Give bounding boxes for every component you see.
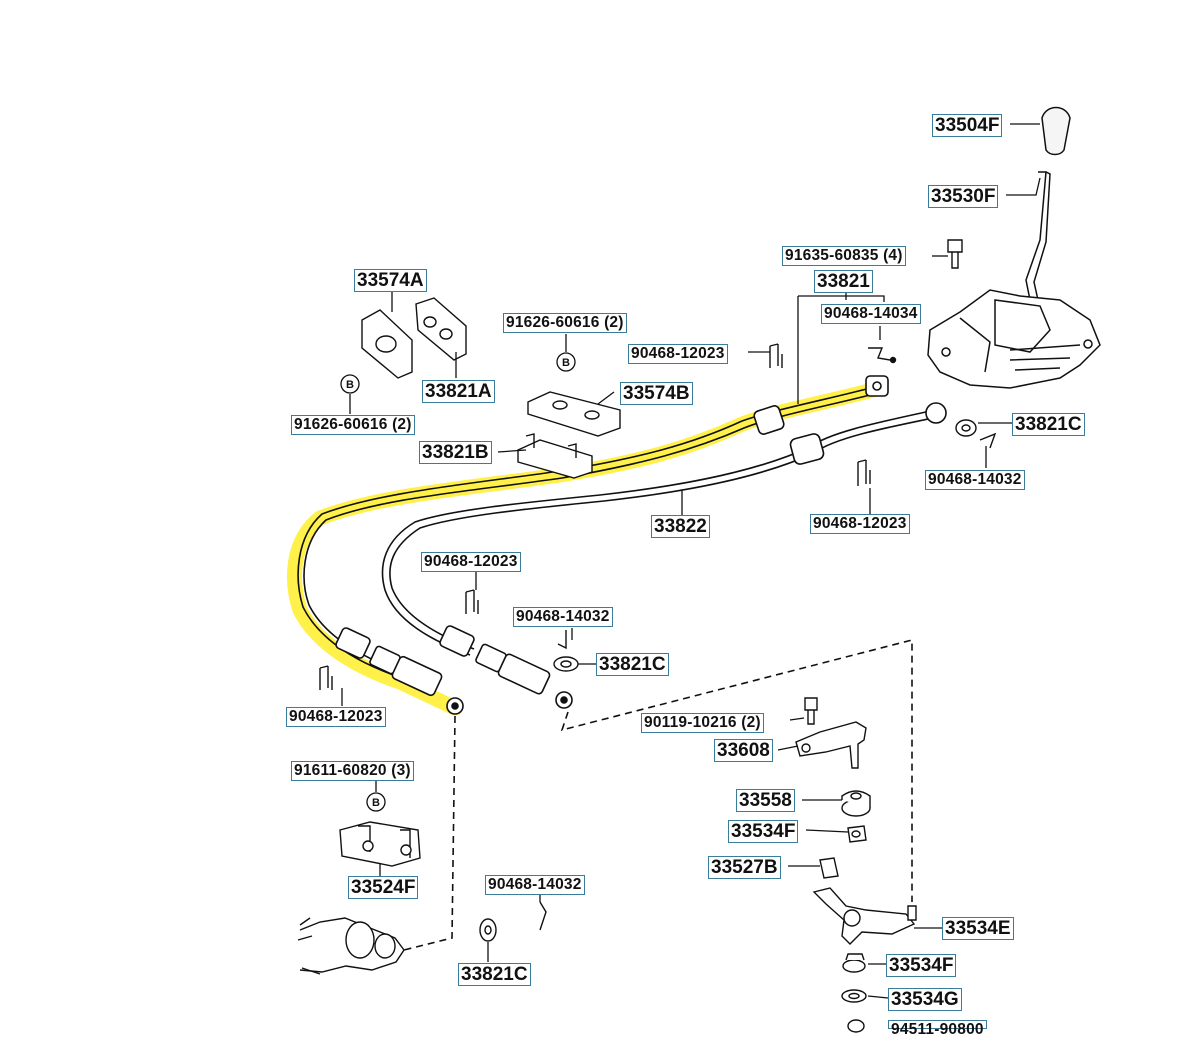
clip-icon [868, 347, 897, 364]
bushing-33534F-icon [847, 825, 867, 843]
part-label-33821: 33821 [814, 270, 873, 293]
part-label-33821C: 33821C [458, 963, 531, 986]
part-label-33821C: 33821C [1012, 413, 1085, 436]
clip-icon [979, 432, 997, 449]
part-label-91626-60616: 91626-60616 (2) [503, 313, 627, 333]
cable-bracket-33574B-icon [527, 391, 621, 437]
cable-33821-highlight [287, 380, 888, 716]
part-label-90119-10216: 90119-10216 (2) [641, 713, 764, 733]
part-label-33504F: 33504F [932, 114, 1003, 137]
transmission-housing-icon [297, 917, 405, 975]
cable-33821 [297, 375, 889, 715]
part-label-90468-14034: 90468-14034 [821, 304, 921, 324]
part-label-33534G: 33534G [888, 988, 962, 1011]
svg-text:B: B [372, 797, 380, 809]
part-label-90468-14032: 90468-14032 [513, 607, 613, 627]
part-label-90468-14032: 90468-14032 [485, 875, 585, 895]
bolt-icon [947, 239, 963, 269]
shift-lever-housing-icon [927, 289, 1101, 389]
lever-33534E-icon [812, 887, 917, 945]
bushing-icon [955, 419, 977, 437]
cable-bracket-33574A-icon [361, 309, 413, 379]
part-label-33534F: 33534F [728, 820, 799, 843]
bolt-marker-icon [340, 352, 576, 812]
part-label-90468-12023: 90468-12023 [286, 707, 386, 727]
part-label-91611-60820: 91611-60820 (3) [291, 761, 414, 781]
part-label-33534E: 33534E [942, 917, 1014, 940]
part-label-91635-60835: 91635-60835 (4) [782, 246, 906, 266]
bolt-marker-letter: B B B [346, 357, 570, 809]
part-label-33821C: 33821C [596, 653, 669, 676]
part-label-90468-12023: 90468-12023 [810, 514, 910, 534]
part-label-33608: 33608 [714, 739, 773, 762]
part-label-33822: 33822 [651, 515, 710, 538]
bushing-33534F-icon [842, 953, 866, 973]
retainer-clip-icon [857, 459, 871, 486]
part-label-33524F: 33524F [348, 876, 419, 899]
shift-knob-icon [1041, 106, 1071, 156]
bolt-icon [804, 697, 818, 725]
part-label-33530F: 33530F [928, 185, 999, 208]
svg-text:B: B [562, 357, 570, 369]
washer-icon [847, 1019, 865, 1033]
assembly-dashed-lines [403, 638, 913, 951]
part-label-33574A: 33574A [354, 269, 427, 292]
part-label-91626-60616: 91626-60616 (2) [291, 415, 415, 435]
bushing-33558-icon [841, 790, 871, 817]
washer-33534G-icon [841, 989, 867, 1003]
cable-bracket-33821B-icon [517, 433, 593, 479]
part-label-33821B: 33821B [419, 441, 492, 464]
bushing-icon [479, 656, 579, 942]
retainer-clip-icon [769, 343, 783, 368]
part-label-33558: 33558 [736, 789, 795, 812]
part-label-90468-12023: 90468-12023 [628, 344, 728, 364]
retainer-clip-icon [319, 589, 479, 690]
part-label-90468-14032: 90468-14032 [925, 470, 1025, 490]
cable-bracket-33821A-icon [415, 297, 467, 361]
part-label-33534F: 33534F [886, 954, 957, 977]
part-label-33821A: 33821A [422, 380, 495, 403]
cable-33822 [381, 402, 947, 709]
leader-lines [341, 123, 1041, 999]
clip-33527B-icon [819, 857, 839, 879]
clip-icon [539, 630, 567, 931]
svg-text:B: B [346, 379, 354, 391]
lever-33608-icon [795, 721, 867, 769]
part-label-94511-90800: 94511-90800 [888, 1020, 987, 1037]
part-label-33527B: 33527B [708, 856, 781, 879]
part-label-90468-12023: 90468-12023 [421, 552, 521, 572]
cable-bracket-33524F-icon [339, 821, 421, 867]
part-label-33574B: 33574B [620, 382, 693, 405]
shift-lever-icon [1025, 171, 1051, 301]
